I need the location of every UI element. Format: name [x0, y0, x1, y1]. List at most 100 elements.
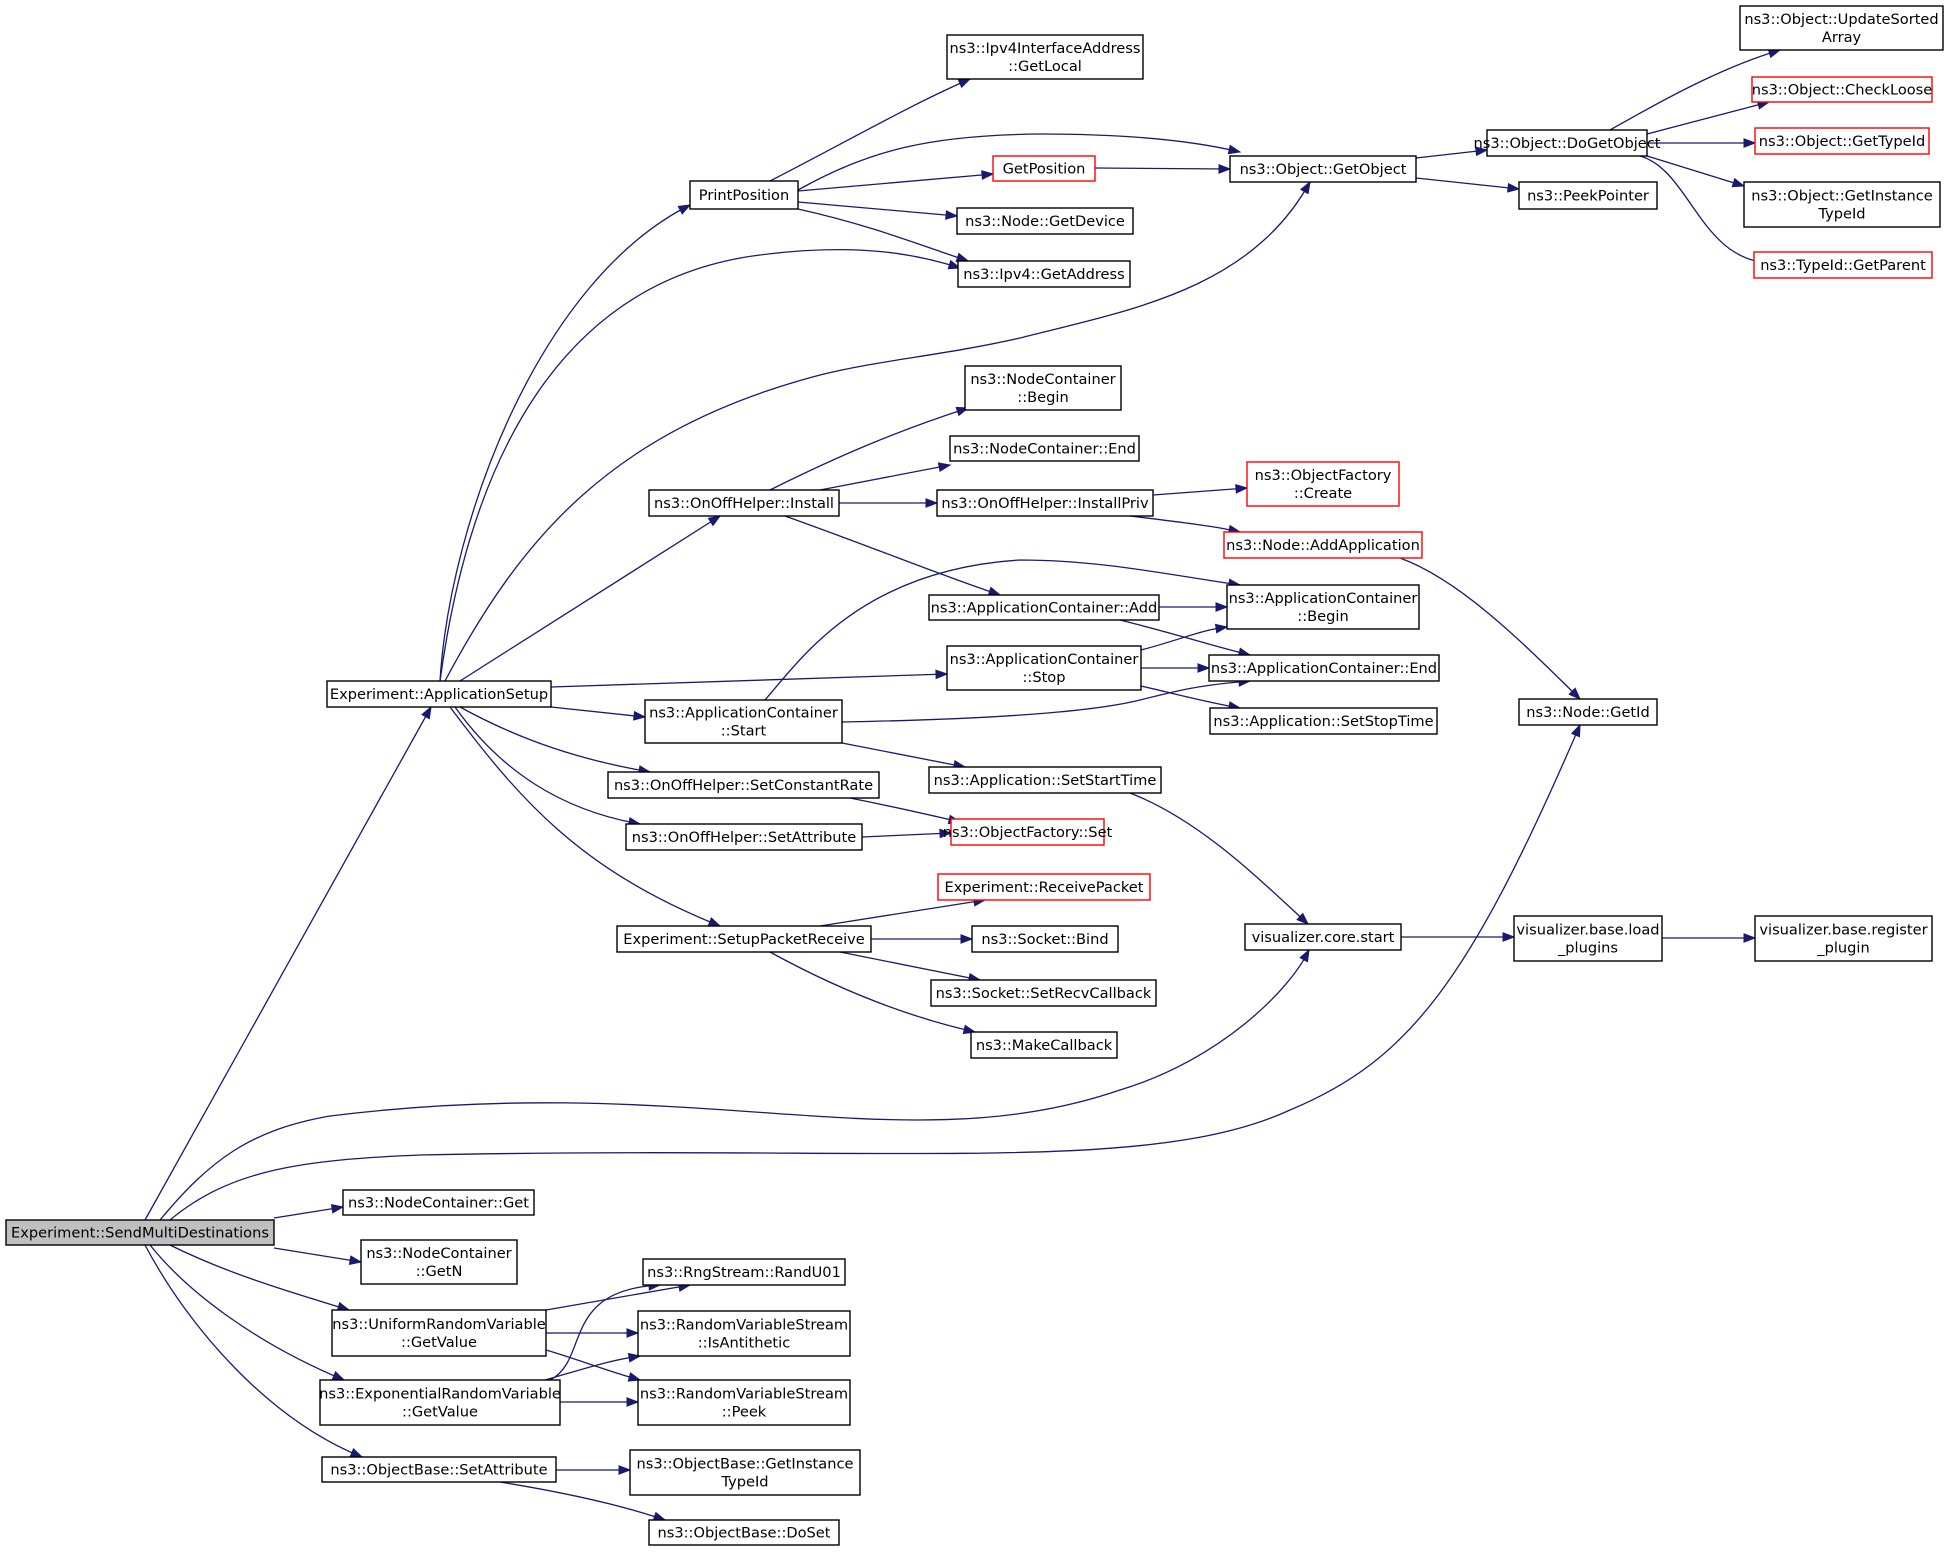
node-label-line: ns3::NodeContainer — [970, 371, 1115, 388]
node-label-line: ns3::ObjectFactory — [1255, 467, 1392, 484]
edge-line — [169, 1244, 350, 1311]
edge-onoff_install-to-appc_add — [784, 515, 1002, 596]
edge-arrowhead — [937, 462, 952, 473]
node-label-line: ns3::Node::GetDevice — [965, 213, 1125, 230]
edge-arrowhead — [960, 934, 974, 944]
node-appc-add[interactable]: ns3::ApplicationContainer::Add — [928, 594, 1160, 621]
node-node-addapp[interactable]: ns3::Node::AddApplication — [1223, 531, 1423, 559]
node-label-line: ns3::Node::AddApplication — [1226, 537, 1420, 554]
node-ob-doset[interactable]: ns3::ObjectBase::DoSet — [648, 1519, 840, 1546]
node-ipv4-getaddr[interactable]: ns3::Ipv4::GetAddress — [957, 260, 1131, 288]
node-label-line: ns3::Application::SetStartTime — [934, 772, 1157, 789]
node-nc-end[interactable]: ns3::NodeContainer::End — [949, 435, 1140, 462]
node-of-set[interactable]: ns3::ObjectFactory::Set — [943, 818, 1113, 846]
node-app-setup[interactable]: Experiment::ApplicationSetup — [326, 680, 552, 708]
node-label-line: ns3::Socket::SetRecvCallback — [936, 985, 1152, 1002]
node-label-line: ns3::NodeContainer::End — [953, 441, 1136, 458]
edge-obj_dogetobject-to-obj_gettypeid — [1647, 138, 1757, 148]
node-socket-bind[interactable]: ns3::Socket::Bind — [971, 925, 1119, 953]
node-box — [5, 1219, 275, 1246]
node-box — [1513, 915, 1663, 962]
edge-line — [444, 181, 1311, 682]
node-app-setstarttime[interactable]: ns3::Application::SetStartTime — [928, 766, 1162, 794]
node-rvs-peek[interactable]: ns3::RandomVariableStream::Peek — [637, 1379, 851, 1426]
node-viz-loadplugins[interactable]: visualizer.base.load_plugins — [1513, 915, 1663, 962]
node-socket-setrecv[interactable]: ns3::Socket::SetRecvCallback — [930, 979, 1157, 1007]
edge-arrowhead — [1215, 602, 1229, 612]
edge-line — [1152, 487, 1248, 496]
node-viz-core-start[interactable]: visualizer.core.start — [1244, 923, 1402, 951]
node-urv-getvalue[interactable]: ns3::UniformRandomVariable::GetValue — [331, 1309, 547, 1357]
edge-onoff_install-to-onoff_installpriv — [839, 498, 939, 508]
node-of-create[interactable]: ns3::ObjectFactory::Create — [1246, 461, 1400, 507]
edge-print_pos-to-ipv4_getaddr — [797, 208, 970, 262]
node-make-callback[interactable]: ns3::MakeCallback — [970, 1031, 1118, 1059]
node-nc-getn[interactable]: ns3::NodeContainer::GetN — [360, 1239, 518, 1285]
node-label-line: Experiment::SendMultiDestinations — [11, 1225, 269, 1242]
edge-send_multi-to-viz_core_start — [159, 948, 1310, 1221]
edge-obj_getobject-to-peek_pointer — [1415, 177, 1521, 193]
node-label-line: ns3::OnOffHelper::InstallPriv — [941, 495, 1149, 512]
node-obj-getobject[interactable]: ns3::Object::GetObject — [1229, 155, 1417, 183]
edge-arrowhead — [945, 210, 959, 220]
node-label-line: ns3::ApplicationContainer::End — [1211, 660, 1437, 677]
edge-line — [769, 407, 969, 491]
node-ob-setattr[interactable]: ns3::ObjectBase::SetAttribute — [321, 1456, 557, 1483]
edge-line — [819, 899, 986, 927]
edge-line — [144, 706, 432, 1221]
node-box — [342, 1189, 535, 1216]
node-get-position[interactable]: GetPosition — [992, 155, 1096, 182]
node-node-getdevice[interactable]: ns3::Node::GetDevice — [956, 207, 1134, 235]
node-rng-randu01[interactable]: ns3::RngStream::RandU01 — [642, 1258, 846, 1286]
node-onoff-setattr[interactable]: ns3::OnOffHelper::SetAttribute — [625, 823, 863, 851]
node-label-line: ns3::OnOffHelper::SetConstantRate — [614, 777, 873, 794]
node-peek-pointer[interactable]: ns3::PeekPointer — [1518, 181, 1658, 210]
edge-app_setstarttime-to-viz_core_start — [1129, 792, 1310, 925]
node-onoff-installpriv[interactable]: ns3::OnOffHelper::InstallPriv — [936, 489, 1154, 517]
node-box — [1208, 654, 1440, 682]
node-rvs-isanti[interactable]: ns3::RandomVariableStream::IsAntithetic — [637, 1310, 851, 1357]
edge-app_setup-to-onoff_setattr — [454, 706, 642, 827]
edge-arrowhead — [1296, 912, 1310, 925]
edge-app_setup-to-obj_getobject — [444, 180, 1311, 682]
node-app-setstoptime[interactable]: ns3::Application::SetStopTime — [1209, 707, 1438, 735]
node-exp-recvpacket[interactable]: Experiment::ReceivePacket — [937, 873, 1151, 901]
edge-arrowhead — [707, 515, 722, 527]
node-appc-start[interactable]: ns3::ApplicationContainer::Start — [644, 699, 843, 744]
node-nc-begin[interactable]: ns3::NodeContainer::Begin — [964, 365, 1122, 411]
node-setup-recv[interactable]: Experiment::SetupPacketReceive — [616, 925, 872, 953]
node-erv-getvalue[interactable]: ns3::ExponentialRandomVariable::GetValue — [319, 1379, 561, 1426]
node-box — [964, 365, 1122, 411]
node-node-getid[interactable]: ns3::Node::GetId — [1518, 698, 1658, 726]
node-appc-end[interactable]: ns3::ApplicationContainer::End — [1208, 654, 1440, 682]
node-onoff-install[interactable]: ns3::OnOffHelper::Install — [648, 489, 840, 517]
node-obj-dogetobject[interactable]: ns3::Object::DoGetObject — [1473, 129, 1661, 157]
node-appc-stop[interactable]: ns3::ApplicationContainer::Stop — [946, 645, 1142, 691]
node-print-pos[interactable]: PrintPosition — [689, 180, 799, 210]
edge-line — [784, 515, 1001, 596]
node-obj-checkloose[interactable]: ns3::Object::CheckLoose — [1751, 76, 1933, 103]
node-label-line: Experiment::ReceivePacket — [944, 879, 1143, 896]
edge-print_pos-to-obj_getobject — [797, 133, 1242, 191]
node-appc-begin[interactable]: ns3::ApplicationContainer::Begin — [1226, 584, 1420, 630]
node-nc-get[interactable]: ns3::NodeContainer::Get — [342, 1189, 535, 1216]
node-box — [1486, 129, 1648, 157]
node-label-line: visualizer.base.load — [1516, 922, 1659, 939]
node-box — [616, 925, 872, 953]
node-onoff-setrate[interactable]: ns3::OnOffHelper::SetConstantRate — [607, 771, 880, 799]
node-ipv4ia-getlocal[interactable]: ns3::Ipv4InterfaceAddress::GetLocal — [946, 34, 1144, 80]
node-viz-registerplugin[interactable]: visualizer.base.register_plugin — [1754, 915, 1933, 962]
edge-line — [841, 742, 966, 768]
edge-arrowhead — [1502, 932, 1516, 942]
node-typeid-getparent[interactable]: ns3::TypeId::GetParent — [1753, 251, 1933, 279]
node-label-line: PrintPosition — [699, 187, 789, 204]
edge-arrowhead — [957, 78, 972, 89]
node-label-line: TypeId — [1817, 206, 1865, 223]
node-send-multi[interactable]: Experiment::SendMultiDestinations — [5, 1219, 275, 1246]
node-obj-gettypeid[interactable]: ns3::Object::GetTypeId — [1754, 127, 1930, 155]
edge-setup_recv-to-socket_setrecv — [839, 951, 982, 983]
